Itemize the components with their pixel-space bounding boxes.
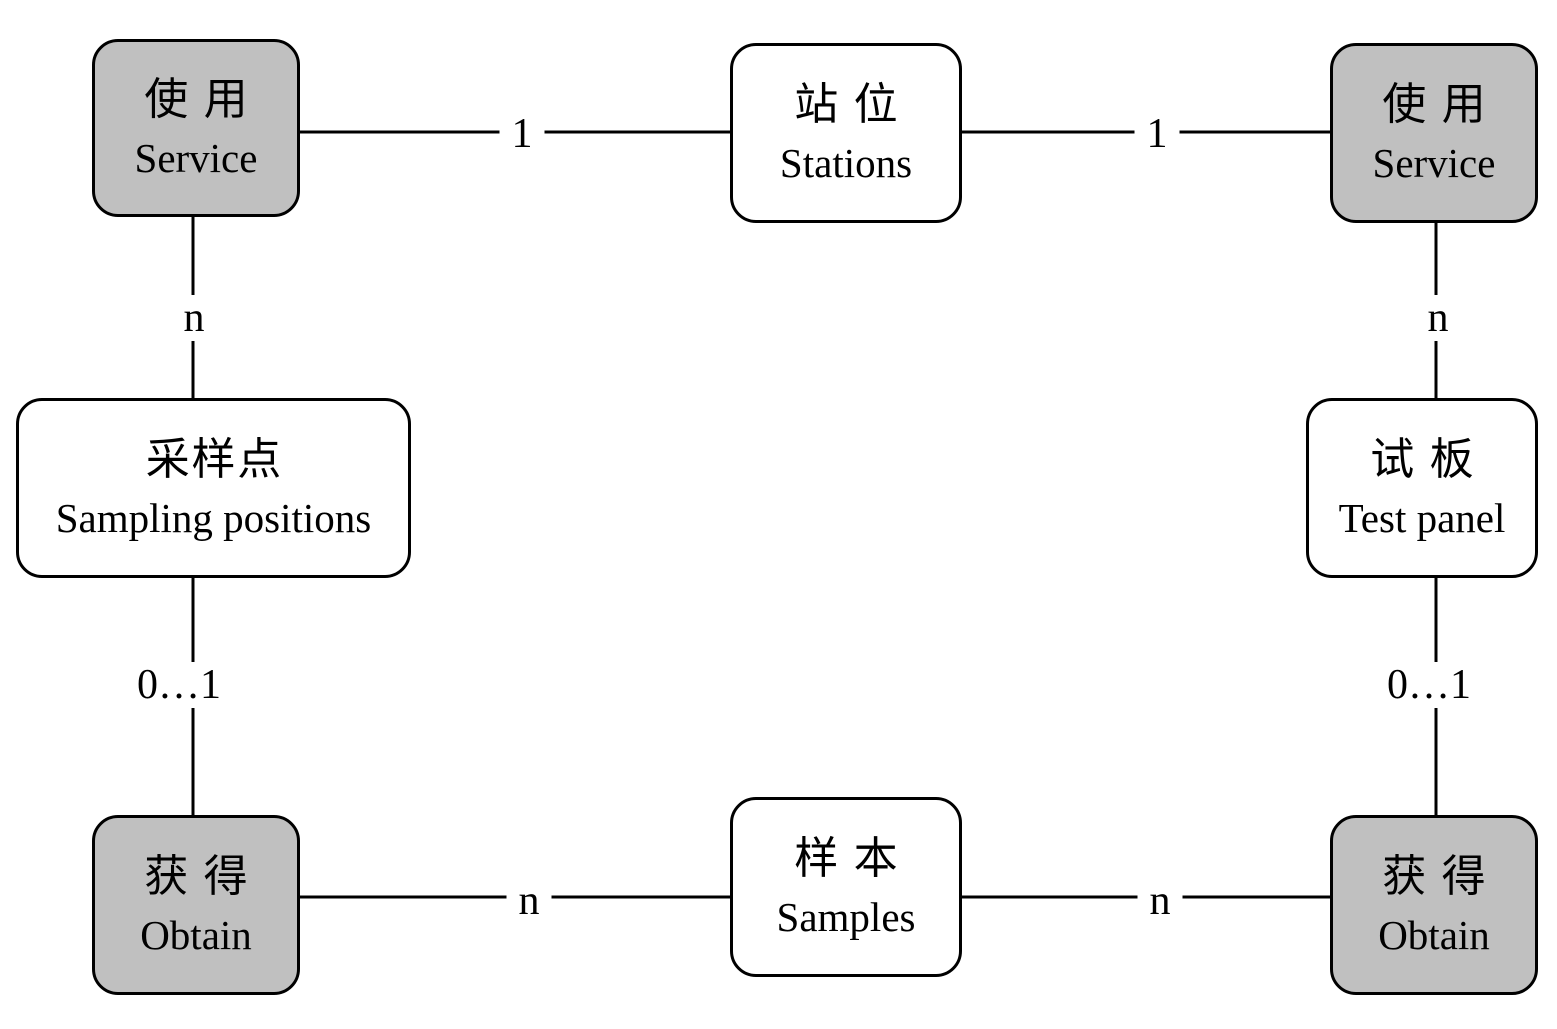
entity-test-panel: 试板 Test panel	[1306, 398, 1538, 578]
node-label-zh: 采样点	[145, 434, 284, 485]
entity-samples: 样本 Samples	[730, 797, 962, 977]
node-label-zh: 获得	[144, 851, 264, 902]
node-label-en: Samples	[776, 894, 916, 940]
node-label-zh: 获得	[1382, 851, 1502, 902]
entity-sampling-positions: 采样点 Sampling positions	[16, 398, 411, 578]
cardinality-label: n	[506, 878, 552, 924]
node-label-en: Service	[1372, 140, 1496, 186]
node-label-en: Sampling positions	[55, 495, 372, 541]
cardinality-label: 1	[499, 111, 545, 157]
cardinality-label: 0…1	[1375, 662, 1483, 708]
node-label-en: Obtain	[140, 912, 252, 958]
node-label-zh: 站位	[794, 79, 914, 130]
cardinality-label: n	[1415, 295, 1461, 341]
node-label-en: Obtain	[1378, 912, 1490, 958]
node-label-zh: 试板	[1370, 434, 1490, 485]
node-label-zh: 使用	[1382, 79, 1502, 130]
node-label-en: Test panel	[1338, 495, 1506, 541]
cardinality-label: 0…1	[125, 662, 233, 708]
entity-stations: 站位 Stations	[730, 43, 962, 223]
cardinality-label: n	[1137, 878, 1183, 924]
relationship-service-right: 使用 Service	[1330, 43, 1538, 223]
node-label-zh: 样本	[794, 833, 914, 884]
node-label-en: Service	[134, 135, 258, 181]
node-label-zh: 使用	[144, 74, 264, 125]
relationship-service-left: 使用 Service	[92, 39, 300, 217]
relationship-obtain-right: 获得 Obtain	[1330, 815, 1538, 995]
node-label-en: Stations	[779, 140, 913, 186]
relationship-obtain-left: 获得 Obtain	[92, 815, 300, 995]
cardinality-label: n	[171, 295, 217, 341]
cardinality-label: 1	[1134, 111, 1180, 157]
